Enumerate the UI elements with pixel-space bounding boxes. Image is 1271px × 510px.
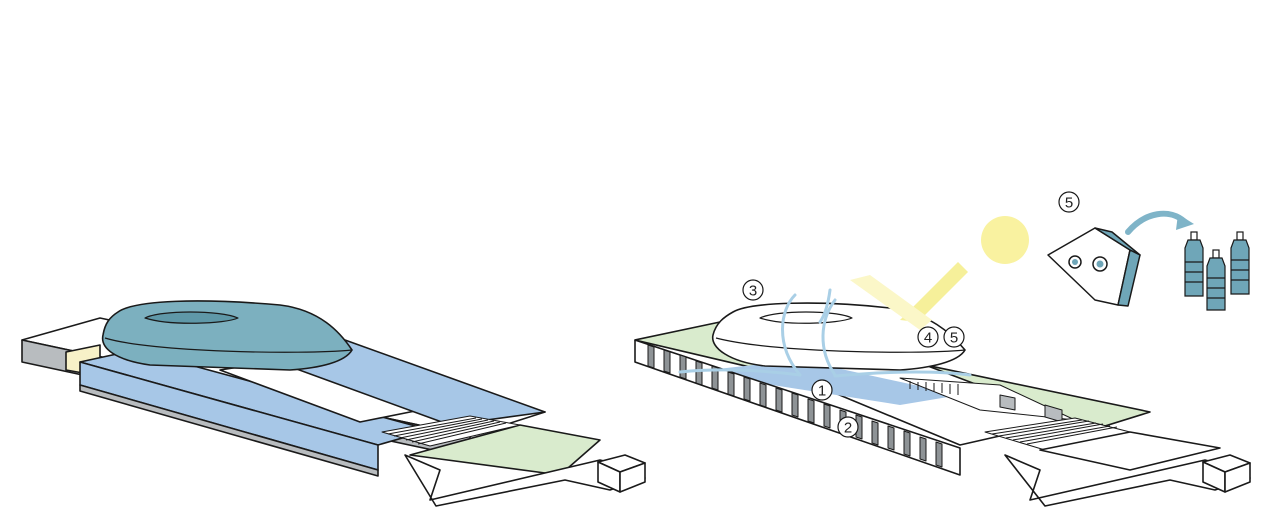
airflow-arc-right xyxy=(821,298,837,377)
right-plaza-block xyxy=(1039,431,1221,471)
right-building xyxy=(634,302,1251,507)
callout-5-roof-label: 5 xyxy=(950,330,958,347)
left-roof-edge xyxy=(104,337,353,353)
recycled-panel-icon xyxy=(1047,227,1141,307)
callout-3-label: 3 xyxy=(749,283,757,300)
callout-1-label: 1 xyxy=(818,383,826,400)
airflow-arrows xyxy=(678,288,972,378)
left-teal-roof xyxy=(101,300,353,371)
right-stairs xyxy=(984,417,1131,451)
water-bottle-icon xyxy=(1230,231,1250,295)
callout-5-product-label: 5 xyxy=(1065,195,1073,212)
sun-ray-beam xyxy=(900,262,968,322)
airflow-base-right xyxy=(833,370,972,378)
callouts: 1 2 3 4 5 5 xyxy=(742,191,1080,438)
right-roof-edge xyxy=(715,337,966,353)
left-roof-slot xyxy=(144,311,239,324)
right-roof-slot xyxy=(759,311,853,324)
airflow-arc-left xyxy=(781,293,802,377)
airflow-upward xyxy=(818,288,832,324)
reuse-arrow-icon xyxy=(1125,210,1194,235)
right-ramp xyxy=(1004,454,1251,507)
left-building xyxy=(21,300,646,507)
right-inner-wall xyxy=(899,377,1076,423)
water-bottles xyxy=(1184,231,1250,311)
callout-3: 3 xyxy=(742,279,764,301)
water-bottle-icon xyxy=(1184,231,1204,297)
sun-group xyxy=(850,216,1029,330)
water-bottle-icon xyxy=(1206,249,1226,311)
left-ramp xyxy=(404,454,646,507)
airflow-base-left xyxy=(678,368,802,377)
left-stairs xyxy=(381,415,521,447)
left-glass-base xyxy=(79,384,379,477)
callout-2: 2 xyxy=(837,416,859,438)
callout-4-label: 4 xyxy=(924,330,932,347)
callout-5-roof: 5 xyxy=(943,326,965,348)
sun-ray-diffuse xyxy=(850,275,932,330)
sun-icon xyxy=(981,216,1029,264)
callout-4: 4 xyxy=(917,326,939,348)
callout-2-label: 2 xyxy=(844,420,852,437)
callout-1: 1 xyxy=(811,379,833,401)
callout-5-product: 5 xyxy=(1058,191,1080,213)
left-green-plaza xyxy=(409,424,601,476)
